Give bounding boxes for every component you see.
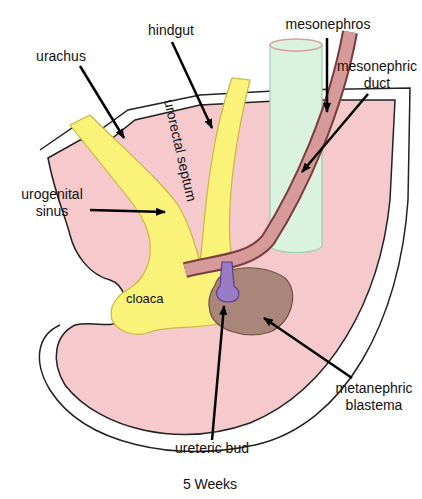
part-label: cloaca — [126, 290, 186, 307]
figure-caption: 5 Weeks — [140, 476, 280, 493]
part-label: mesonephric duct — [334, 58, 420, 92]
gut-endoderm — [70, 78, 250, 334]
part-label: urachus — [26, 48, 96, 65]
mesonephric-duct-shape — [185, 32, 350, 270]
leader-arrow — [212, 306, 224, 440]
part-label: ureteric bud — [160, 440, 264, 457]
leader-arrow — [264, 318, 352, 378]
part-label: urogenital sinus — [12, 186, 92, 220]
leader-arrow — [302, 94, 368, 172]
leader-arrow — [90, 210, 165, 212]
part-label: mesonephros — [278, 16, 378, 33]
leader-arrow — [326, 38, 329, 112]
mesonephros-top — [270, 39, 322, 51]
part-label: hindgut — [136, 22, 206, 39]
part-label: metanephric blastema — [330, 380, 418, 414]
mesonephric-duct-outline — [185, 32, 350, 270]
leader-arrow — [80, 66, 124, 138]
ureteric-bud-shape — [217, 262, 239, 302]
